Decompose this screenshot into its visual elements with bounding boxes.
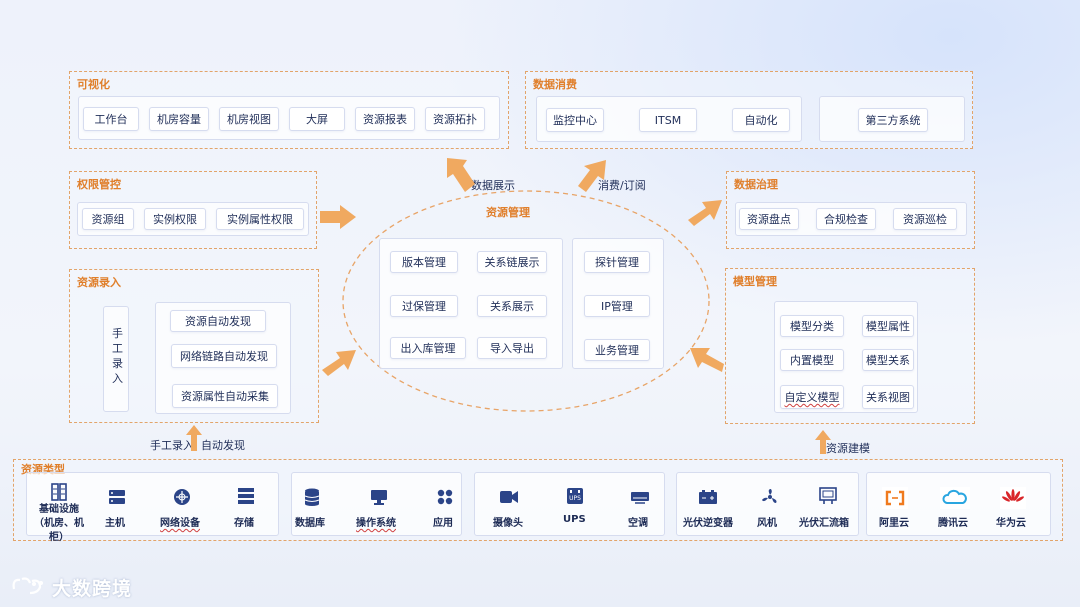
entry-flow-label: 手工录入 自动发现 bbox=[150, 439, 245, 452]
core-item-inout[interactable]: 出入库管理 bbox=[390, 337, 466, 359]
model-item-custom[interactable]: 自定义模型 bbox=[780, 385, 844, 409]
manual-entry-label[interactable]: 手工录入 bbox=[112, 327, 123, 385]
air-conditioner-icon bbox=[630, 489, 650, 507]
arrow-from-governance bbox=[688, 200, 722, 226]
camera-icon bbox=[499, 488, 519, 506]
consume-item-itsm[interactable]: ITSM bbox=[639, 108, 697, 132]
res-label-ups: UPS bbox=[563, 514, 586, 525]
governance-title: 数据治理 bbox=[734, 178, 778, 191]
res-group-infra bbox=[26, 472, 279, 536]
huawei-cloud-icon bbox=[1000, 487, 1026, 509]
model-title: 模型管理 bbox=[733, 275, 777, 288]
res-label-combiner: 光伏汇流箱 bbox=[799, 518, 849, 529]
core-item-version[interactable]: 版本管理 bbox=[390, 251, 458, 273]
model-flow-label: 资源建模 bbox=[826, 442, 870, 455]
resource-management-ellipse bbox=[342, 190, 710, 412]
model-item-attribute[interactable]: 模型属性 bbox=[862, 315, 914, 337]
res-label-ac: 空调 bbox=[628, 518, 648, 529]
arrow-from-entry bbox=[322, 350, 356, 376]
arrow-to-visualization bbox=[447, 158, 475, 192]
governance-panel: 数据治理 资源盘点 合规检查 资源巡检 bbox=[726, 171, 975, 249]
vis-item-big-screen[interactable]: 大屏 bbox=[289, 107, 345, 131]
res-label-huawei: 华为云 bbox=[996, 518, 1026, 529]
consume-item-monitoring[interactable]: 监控中心 bbox=[546, 108, 604, 132]
arrow-from-model bbox=[690, 348, 724, 372]
res-label-host: 主机 bbox=[105, 518, 125, 529]
fan-icon bbox=[760, 488, 780, 506]
model-item-category[interactable]: 模型分类 bbox=[780, 315, 844, 337]
data-consumption-panel: 数据消费 监控中心 ITSM 自动化 第三方系统 bbox=[525, 71, 973, 149]
aliyun-icon bbox=[882, 487, 908, 509]
server-rack-icon bbox=[49, 483, 69, 501]
model-item-builtin[interactable]: 内置模型 bbox=[780, 349, 844, 371]
vis-item-workbench[interactable]: 工作台 bbox=[83, 107, 139, 131]
os-icon bbox=[369, 488, 389, 506]
network-device-icon bbox=[172, 488, 192, 506]
visualization-panel: 可视化 工作台 机房容量 机房视图 大屏 资源报表 资源拓扑 bbox=[69, 71, 509, 149]
res-label-os: 操作系统 bbox=[356, 518, 396, 529]
entry-title: 资源录入 bbox=[77, 276, 121, 289]
ups-icon: UPS bbox=[565, 487, 585, 505]
core-item-relation-display[interactable]: 关系展示 bbox=[477, 295, 547, 317]
svg-text:UPS: UPS bbox=[569, 495, 581, 502]
arrow-to-consumption bbox=[578, 160, 606, 192]
model-item-relation-view[interactable]: 关系视图 bbox=[862, 385, 914, 409]
database-icon bbox=[302, 488, 322, 506]
manual-entry-box bbox=[103, 306, 129, 412]
core-item-relation-chain[interactable]: 关系链展示 bbox=[477, 251, 547, 273]
res-label-aliyun: 阿里云 bbox=[879, 518, 909, 529]
core-item-business[interactable]: 业务管理 bbox=[584, 339, 650, 361]
watermark-logo-icon bbox=[10, 575, 48, 597]
data-consumption-title: 数据消费 bbox=[533, 78, 577, 91]
res-label-database: 数据库 bbox=[295, 518, 325, 529]
res-label-storage: 存储 bbox=[234, 518, 254, 529]
core-item-import-export[interactable]: 导入导出 bbox=[477, 337, 547, 359]
inverter-icon bbox=[698, 488, 718, 506]
core-item-warranty[interactable]: 过保管理 bbox=[390, 295, 458, 317]
tencent-cloud-icon bbox=[940, 487, 970, 509]
watermark-text: 大数跨境 bbox=[52, 578, 133, 600]
vis-item-resource-report[interactable]: 资源报表 bbox=[355, 107, 415, 131]
model-item-relation[interactable]: 模型关系 bbox=[862, 349, 914, 371]
host-icon bbox=[107, 488, 127, 506]
gov-item-inspection[interactable]: 资源巡检 bbox=[893, 208, 957, 230]
visualization-title: 可视化 bbox=[77, 78, 110, 91]
res-label-camera: 摄像头 bbox=[493, 518, 523, 529]
entry-item-auto-discovery[interactable]: 资源自动发现 bbox=[170, 310, 266, 332]
vis-item-resource-topology[interactable]: 资源拓扑 bbox=[425, 107, 485, 131]
gov-item-inventory[interactable]: 资源盘点 bbox=[739, 208, 799, 230]
entry-panel: 资源录入 手工录入 资源自动发现 网络链路自动发现 资源属性自动采集 bbox=[69, 269, 319, 423]
entry-item-network-link[interactable]: 网络链路自动发现 bbox=[171, 344, 277, 368]
permission-title: 权限管控 bbox=[77, 178, 121, 191]
arrow-up-model bbox=[815, 430, 831, 454]
arrow-from-permission bbox=[320, 205, 356, 229]
permission-panel: 权限管控 资源组 实例权限 实例属性权限 bbox=[69, 171, 317, 249]
res-label-application: 应用 bbox=[433, 518, 453, 529]
perm-item-instance[interactable]: 实例权限 bbox=[144, 208, 206, 230]
data-display-label: 数据展示 bbox=[471, 179, 515, 192]
storage-icon bbox=[236, 487, 256, 505]
res-label-inverter: 光伏逆变器 bbox=[683, 518, 733, 529]
vis-item-room-capacity[interactable]: 机房容量 bbox=[149, 107, 209, 131]
consume-item-automation[interactable]: 自动化 bbox=[732, 108, 790, 132]
entry-item-attr-collect[interactable]: 资源属性自动采集 bbox=[172, 384, 278, 408]
core-title: 资源管理 bbox=[486, 206, 530, 219]
core-item-ip[interactable]: IP管理 bbox=[584, 295, 650, 317]
combiner-box-icon bbox=[818, 487, 838, 505]
res-label-fan: 风机 bbox=[757, 518, 777, 529]
consume-subscribe-label: 消费/订阅 bbox=[598, 179, 646, 192]
consume-item-third-party[interactable]: 第三方系统 bbox=[858, 108, 928, 132]
core-item-probe[interactable]: 探针管理 bbox=[584, 251, 650, 273]
application-icon bbox=[435, 488, 455, 506]
perm-item-resource-group[interactable]: 资源组 bbox=[82, 208, 134, 230]
gov-item-compliance[interactable]: 合规检查 bbox=[816, 208, 876, 230]
perm-item-instance-attr[interactable]: 实例属性权限 bbox=[216, 208, 304, 230]
arrow-up-entry bbox=[186, 425, 202, 451]
res-label-network: 网络设备 bbox=[160, 518, 200, 529]
res-label-infra: 基础设施 （机房、机柜） bbox=[34, 504, 84, 543]
model-panel: 模型管理 模型分类 模型属性 内置模型 模型关系 自定义模型 关系视图 bbox=[725, 268, 975, 424]
vis-item-room-view[interactable]: 机房视图 bbox=[219, 107, 279, 131]
res-label-tencent: 腾讯云 bbox=[938, 518, 968, 529]
